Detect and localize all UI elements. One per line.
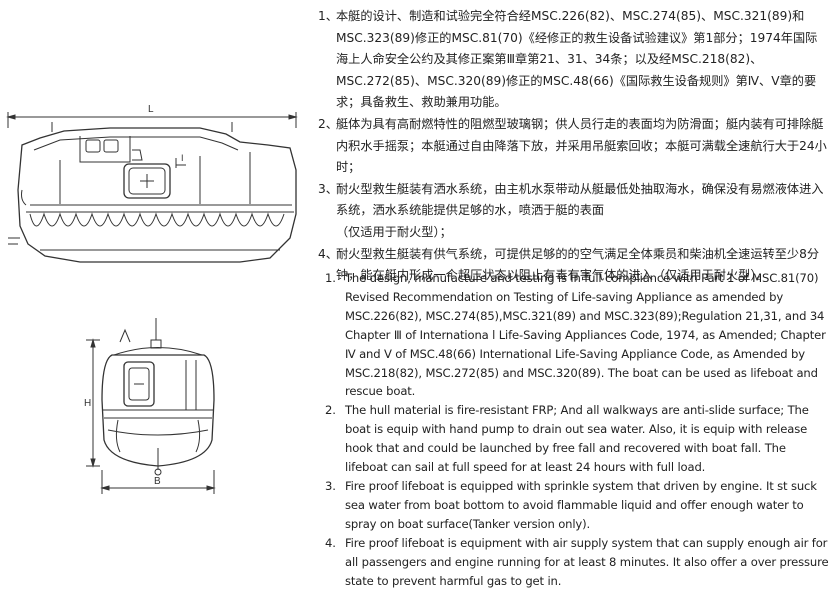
chinese-item-number: 3、 [318,181,338,196]
front-view-drawing [86,318,216,494]
chinese-item-4: 4、耐火型救生艇装有供气系统，可提供足够的的空气满足全体乘员和柴油机全速运转至少… [318,244,828,287]
side-view-drawing [6,112,298,263]
english-item-text: The hull material is fire-resistant FRP;… [345,403,809,475]
english-item-text: Fire proof lifeboat is equipment with ai… [345,535,829,588]
chinese-spec-list: 1、本艇的设计、制造和试验完全符合经MSC.226(82)、MSC.274(85… [318,6,828,287]
english-item-2: 2. The hull material is fire-resistant FR… [325,401,830,477]
chinese-item-number: 4、 [318,246,338,261]
english-item-number: 1. [325,271,336,285]
chinese-item-3: 3、耐火型救生艇装有洒水系统，由主机水泵带动从艇最低处抽取海水，确保没有易燃液体… [318,179,828,222]
lifeboat-drawings: L I [6,104,298,494]
side-view-length-label: L [148,104,154,115]
chinese-item-text: 本艇的设计、制造和试验完全符合经MSC.226(82)、MSC.274(85)、… [336,9,818,110]
chinese-item-3-note: （仅适用于耐火型）； [336,224,452,239]
english-item-number: 3. [325,478,336,493]
chinese-item-text: 耐火型救生艇装有洒水系统，由主机水泵带动从艇最低处抽取海水，确保没有易燃液体进入… [336,181,824,218]
english-item-number: 2. [325,403,336,418]
chinese-item-2: 2、艇体为具有高耐燃特性的阻燃型玻璃钢；供人员行走的表面均为防滑面；艇内装有可排… [318,114,828,179]
english-spec-list: 1. The design, manufacture and testing is… [325,269,830,590]
front-view-breadth-label: B [154,476,161,487]
chinese-item-number: 1、 [318,9,338,23]
chinese-item-text: 耐火型救生艇装有供气系统，可提供足够的的空气满足全体乘员和柴油机全速运转至少8分… [336,246,820,283]
english-item-number: 4. [325,535,336,550]
chinese-item-1: 1、本艇的设计、制造和试验完全符合经MSC.226(82)、MSC.274(85… [318,6,828,114]
english-item-4: 4. Fire proof lifeboat is equipment with … [325,534,830,590]
front-view-height-label: H [84,398,91,409]
english-item-3: 3. Fire proof lifeboat is equipped with s… [325,477,830,534]
chinese-item-number: 2、 [318,116,338,131]
english-item-1: 1. The design, manufacture and testing is… [325,269,830,401]
english-item-text: Fire proof lifeboat is equipped with spr… [345,478,817,531]
english-item-text: The design, manufacture and testing is i… [345,271,826,399]
height-marker-label: I [181,153,184,163]
chinese-item-text: 艇体为具有高耐燃特性的阻燃型玻璃钢；供人员行走的表面均为防滑面；艇内装有可排除艇… [336,116,827,175]
